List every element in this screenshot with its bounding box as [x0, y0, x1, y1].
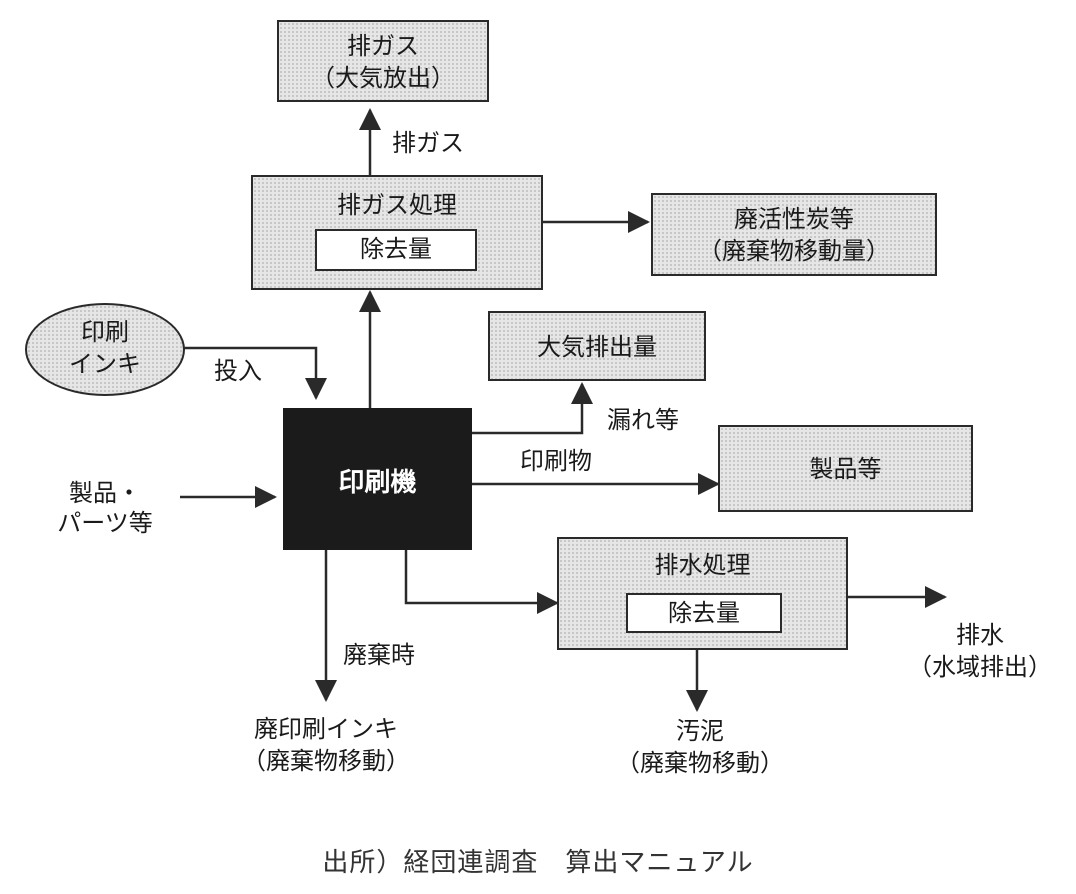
arrow-ink-input: [183, 346, 327, 400]
parts-label-line2: パーツ等: [57, 509, 153, 537]
parts-label-line1: 製品・: [69, 479, 141, 507]
discharge-line2: （水域排出）: [908, 653, 1052, 681]
activated-carbon-title: 廃活性炭等: [734, 205, 854, 233]
exhaust-treatment-title: 排ガス処理: [337, 191, 457, 219]
arrow-to-air-emission: [472, 382, 593, 435]
exhaust-gas-subtitle: （大気放出）: [311, 64, 455, 92]
air-emission-box: 大気排出量: [488, 311, 706, 381]
wastewater-treatment-title: 排水処理: [654, 551, 751, 579]
products-box: 製品等: [718, 425, 973, 512]
printing-ink-line1: 印刷: [81, 318, 129, 346]
printing-machine-box: 印刷機: [283, 408, 472, 550]
printing-ink-line2: インキ: [69, 350, 141, 378]
waste-ink-line2: （廃棄物移動）: [242, 747, 410, 775]
air-emission-label: 大気排出量: [537, 333, 657, 361]
printing-machine-label: 印刷機: [338, 468, 417, 498]
waste-ink-line1: 廃印刷インキ: [254, 715, 398, 743]
discharge-line1: 排水: [956, 621, 1004, 649]
wastewater-removal-amount: 除去量: [626, 593, 782, 633]
exhaust-gas-flow-label: 排ガス: [392, 129, 464, 157]
arrow-to-wastewater: [404, 550, 559, 614]
exhaust-removal-amount: 除去量: [315, 229, 477, 271]
source-caption: 出所）経団連調査 算出マニュアル: [322, 848, 754, 878]
exhaust-treatment-box: 排ガス処理 除去量: [251, 175, 543, 290]
products-label: 製品等: [809, 455, 882, 483]
activated-carbon-box: 廃活性炭等 （廃棄物移動量）: [651, 193, 937, 276]
input-label: 投入: [214, 357, 262, 385]
exhaust-gas-title: 排ガス: [347, 32, 419, 60]
disposal-label: 廃棄時: [343, 641, 415, 669]
sludge-line1: 汚泥: [676, 717, 724, 745]
activated-carbon-subtitle: （廃棄物移動量）: [698, 237, 890, 265]
sludge-line2: （廃棄物移動）: [616, 749, 784, 777]
leak-label: 漏れ等: [607, 406, 679, 434]
wastewater-treatment-box: 排水処理 除去量: [557, 537, 848, 650]
printing-ink-ellipse: 印刷 インキ: [25, 303, 185, 396]
printed-matter-label: 印刷物: [520, 447, 592, 475]
exhaust-gas-box: 排ガス （大気放出）: [277, 20, 489, 102]
